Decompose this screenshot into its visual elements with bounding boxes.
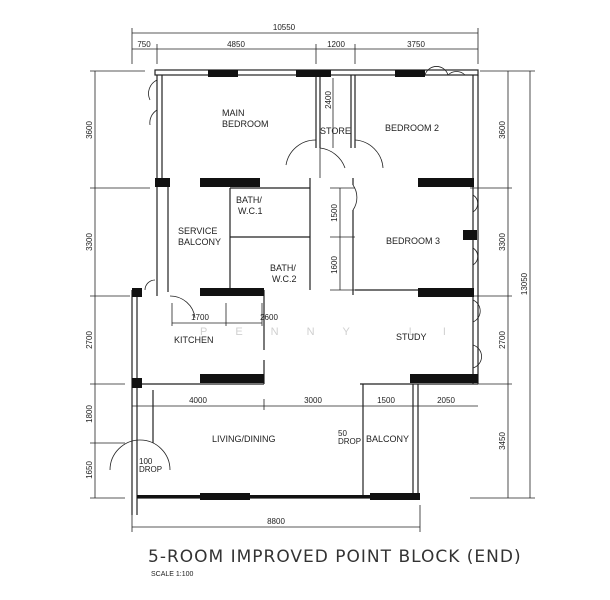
dim-top-4: 3750	[407, 40, 425, 49]
annot-100-drop: DROP	[139, 465, 162, 474]
dim-bottom-total: 8800	[267, 517, 285, 526]
dim-left-3: 2700	[85, 331, 94, 349]
label-bedroom-2: BEDROOM 2	[385, 123, 439, 133]
dim-left-4: 1800	[85, 405, 94, 423]
dim-top-total: 10550	[273, 23, 296, 32]
annot-100: 100	[139, 457, 153, 466]
annot-50: 50	[338, 429, 347, 438]
label-study: STUDY	[396, 332, 427, 342]
label-bath1-b: W.C.1	[238, 206, 263, 216]
label-bedroom-3: BEDROOM 3	[386, 236, 440, 246]
label-kitchen: KITCHEN	[174, 335, 214, 345]
dim-right-2: 3300	[498, 233, 507, 251]
dim-right-1: 3600	[498, 121, 507, 139]
dim-top-2: 4850	[227, 40, 245, 49]
label-main-bedroom-1: MAIN	[222, 108, 245, 118]
label-bath2-b: W.C.2	[272, 274, 297, 284]
dim-mid-3: 1500	[377, 396, 395, 405]
label-bath1-a: BATH/	[236, 195, 262, 205]
dim-left-2: 3300	[85, 233, 94, 251]
dim-mid-1: 4000	[189, 396, 207, 405]
label-bath2-a: BATH/	[270, 263, 296, 273]
dim-left-5: 1650	[85, 461, 94, 479]
label-balcony: BALCONY	[366, 434, 409, 444]
dim-top-3: 1200	[327, 40, 345, 49]
dim-right-total: 13050	[520, 272, 529, 295]
plan-scale: SCALE 1:100	[151, 571, 194, 578]
label-store: STORE	[320, 126, 351, 136]
dim-kitchen-1: 1700	[191, 313, 209, 322]
dim-kitchen-2: 2600	[260, 313, 278, 322]
dim-left-1: 3600	[85, 121, 94, 139]
label-living-dining: LIVING/DINING	[212, 434, 276, 444]
dim-store: 2400	[324, 91, 333, 109]
label-service-balcony-2: BALCONY	[178, 237, 221, 247]
dim-right-3: 2700	[498, 331, 507, 349]
annot-50-drop: DROP	[338, 437, 361, 446]
dim-right-4: 3450	[498, 432, 507, 450]
watermark: PENNY LI	[200, 326, 474, 338]
dim-mid-4: 2050	[437, 396, 455, 405]
plan-title: 5-ROOM IMPROVED POINT BLOCK (END)	[148, 547, 522, 567]
dim-top-1: 750	[137, 40, 151, 49]
label-main-bedroom-2: BEDROOM	[222, 119, 269, 129]
dim-bath1: 1500	[330, 204, 339, 222]
dim-bath2: 1600	[330, 256, 339, 274]
dim-mid-2: 3000	[304, 396, 322, 405]
label-service-balcony-1: SERVICE	[178, 226, 217, 236]
